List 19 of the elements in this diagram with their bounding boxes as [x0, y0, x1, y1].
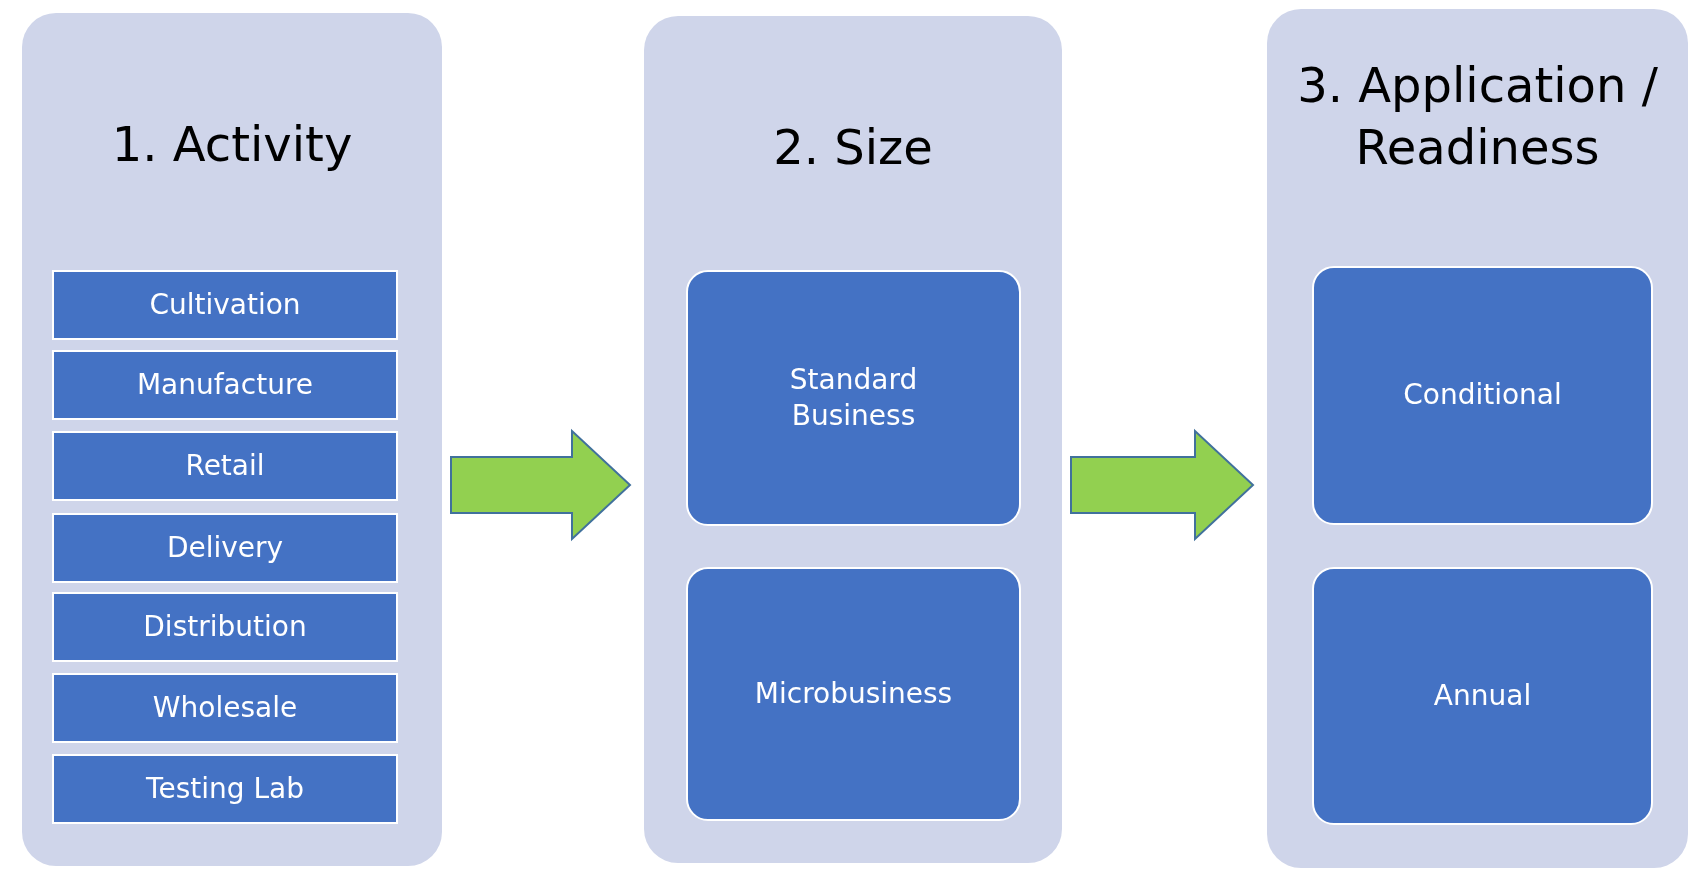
category-box: Standard Business: [686, 270, 1021, 526]
category-box: Wholesale: [52, 673, 398, 743]
category-box: Conditional: [1312, 266, 1653, 525]
category-box: Microbusiness: [686, 567, 1021, 821]
column-heading: 1. Activity: [110, 115, 354, 174]
category-box: Testing Lab: [52, 754, 398, 824]
category-box: Distribution: [52, 592, 398, 662]
column-panel: [22, 13, 442, 866]
category-box: Cultivation: [52, 270, 398, 340]
block-arrow: [1070, 428, 1255, 542]
category-box: Delivery: [52, 513, 398, 583]
column-heading: 2. Size: [772, 118, 934, 177]
category-box: Manufacture: [52, 350, 398, 420]
category-box: Retail: [52, 431, 398, 501]
column-heading: 3. Application / Readiness: [1296, 56, 1659, 178]
column-panel: [1267, 9, 1688, 868]
column-panel: [644, 16, 1062, 863]
block-arrow: [450, 428, 632, 542]
category-box: Annual: [1312, 567, 1653, 825]
